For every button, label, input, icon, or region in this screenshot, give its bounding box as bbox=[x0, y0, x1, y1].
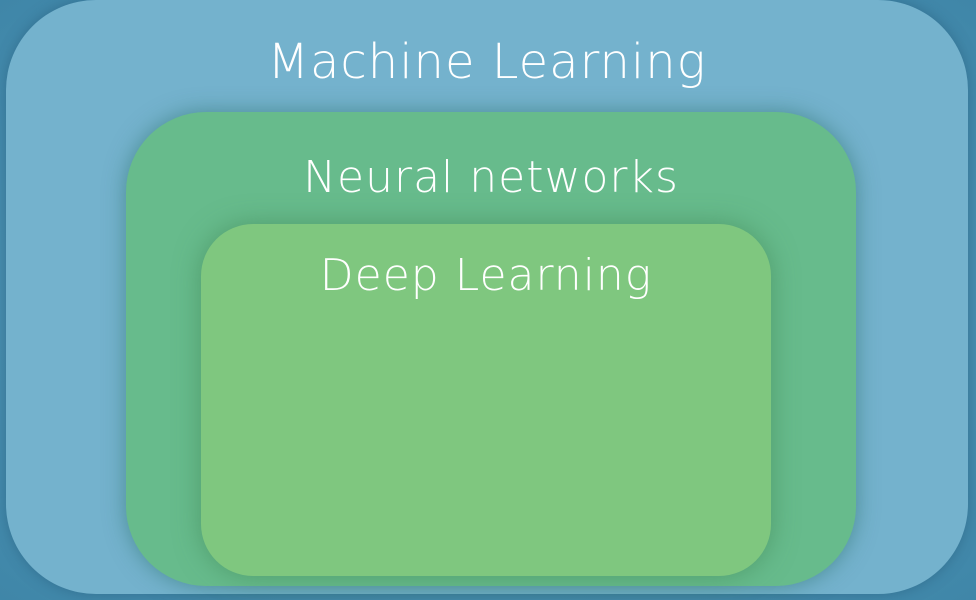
neural-networks-label: Neural networks bbox=[303, 152, 679, 203]
machine-learning-label: Machine Learning bbox=[267, 34, 707, 90]
deep-learning-box: Deep Learning bbox=[201, 224, 771, 576]
deep-learning-label: Deep Learning bbox=[319, 250, 653, 301]
